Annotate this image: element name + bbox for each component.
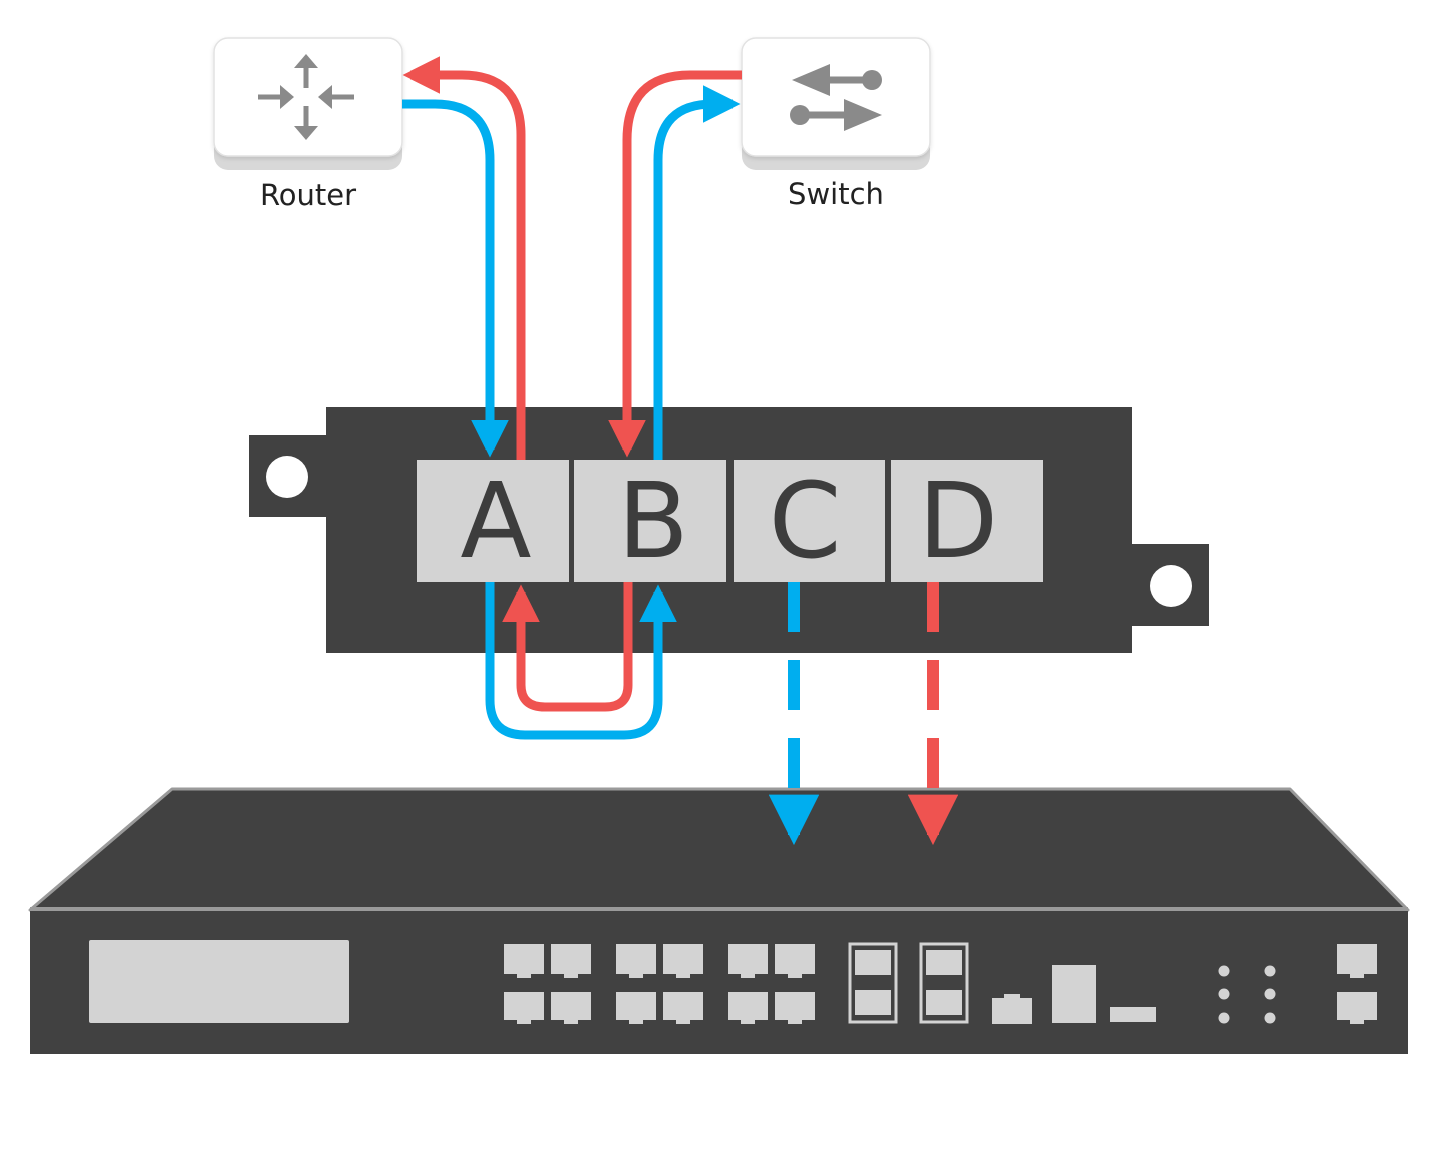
appliance-status-leds	[1218, 965, 1276, 1024]
tap-port-b[interactable]: B	[574, 460, 726, 582]
tap-port-label-a: A	[460, 460, 531, 582]
switch-label: Switch	[788, 177, 884, 211]
appliance-mgmt-ports[interactable]	[1337, 944, 1377, 1024]
flow-loop-b-to-a	[502, 582, 633, 712]
flow-tap-a-to-router	[402, 56, 526, 460]
flow-switch-to-tap-b	[608, 70, 742, 458]
switch-icon	[790, 64, 882, 131]
tap-port-d[interactable]: D	[891, 460, 1043, 582]
appliance-display-panel	[89, 940, 349, 1023]
appliance-rj45-ports[interactable]	[504, 944, 815, 1024]
flow-tap-b-to-switch	[653, 85, 741, 460]
flow-loop-a-to-b	[485, 582, 677, 740]
appliance-sfp-ports[interactable]	[848, 942, 969, 1024]
tap-port-label-c: C	[769, 460, 842, 582]
router-label: Router	[260, 178, 356, 212]
monitoring-appliance	[28, 787, 1410, 1054]
appliance-usb-port[interactable]	[1052, 965, 1096, 1023]
tap-port-label-b: B	[617, 460, 688, 582]
tap-port-label-d: D	[918, 460, 998, 582]
flow-router-to-tap-a	[402, 99, 509, 458]
tap-port-c[interactable]: C	[734, 460, 885, 582]
appliance-console-port[interactable]	[992, 994, 1032, 1024]
tap-port-a[interactable]: A	[417, 460, 569, 582]
router-icon	[258, 54, 354, 140]
appliance-slot[interactable]	[1110, 1007, 1156, 1022]
router-device[interactable]: Router	[213, 37, 403, 212]
switch-device[interactable]: Switch	[741, 37, 931, 211]
network-tap: A B C D	[249, 407, 1209, 653]
